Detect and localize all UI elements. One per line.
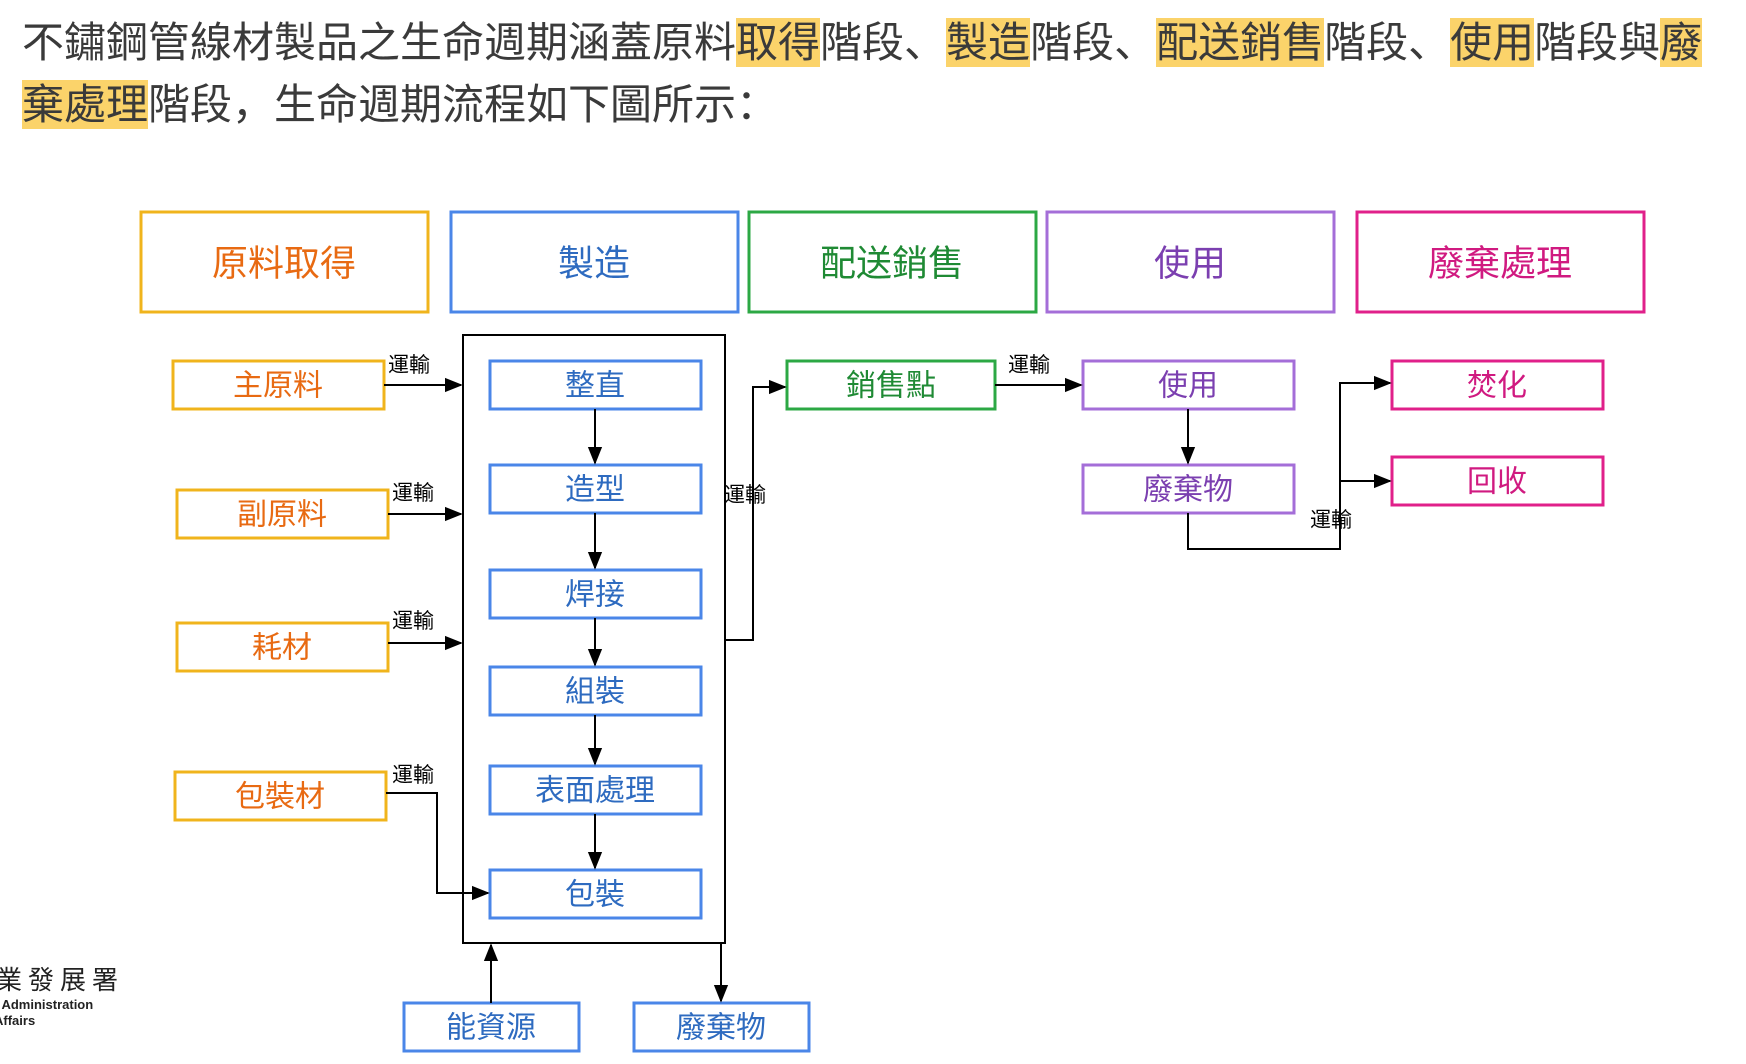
svg-text:包裝材: 包裝材 bbox=[235, 780, 325, 815]
svg-text:組裝: 組裝 bbox=[565, 675, 625, 710]
raw-item-sub-material: 副原料 bbox=[175, 488, 390, 540]
stage-distribution: 配送銷售 bbox=[747, 210, 1038, 314]
svg-text:配送銷售: 配送銷售 bbox=[820, 244, 964, 285]
svg-text:原料取得: 原料取得 bbox=[212, 244, 356, 285]
mfg-step-straightening: 整直 bbox=[488, 359, 703, 411]
edge-label-distribution-to-use: 運輸 bbox=[1008, 353, 1050, 377]
stage-manufacturing: 製造 bbox=[449, 210, 740, 314]
raw-item-consumables: 耗材 bbox=[175, 621, 390, 673]
edge-label-mfg-to-distribution: 運輸 bbox=[724, 483, 766, 507]
mfg-step-packing: 包裝 bbox=[488, 868, 703, 920]
agency-name-en-line1: t Administration bbox=[0, 997, 94, 1012]
svg-text:廢棄物: 廢棄物 bbox=[1143, 473, 1233, 508]
svg-text:焊接: 焊接 bbox=[565, 578, 625, 613]
disposal-incineration: 焚化 bbox=[1390, 359, 1605, 411]
stage-raw-material: 原料取得 bbox=[139, 210, 430, 314]
intro-paragraph: 不鏽鋼管線材製品之生命週期涵蓋原料取得階段、製造階段、配送銷售階段、使用階段與廢… bbox=[22, 12, 1742, 136]
intro-highlight: 取得 bbox=[736, 18, 821, 67]
mfg-output-waste: 廢棄物 bbox=[632, 1001, 811, 1053]
stage-use: 使用 bbox=[1045, 210, 1336, 314]
edge-label-packaging-material: 運輸 bbox=[392, 763, 434, 787]
svg-text:主原料: 主原料 bbox=[233, 369, 323, 404]
svg-text:製造: 製造 bbox=[558, 244, 630, 285]
intro-text: 階段與 bbox=[1534, 18, 1661, 67]
intro-text: 階段、 bbox=[820, 18, 947, 67]
mfg-step-assembly: 組裝 bbox=[488, 665, 703, 717]
mfg-step-surface-treatment: 表面處理 bbox=[488, 764, 703, 816]
intro-highlight: 製造 bbox=[946, 18, 1031, 67]
svg-text:能資源: 能資源 bbox=[446, 1011, 536, 1046]
intro-highlight: 配送銷售 bbox=[1156, 18, 1325, 67]
stage-disposal: 廢棄處理 bbox=[1355, 210, 1646, 314]
edge-label-waste-to-disposal: 運輸 bbox=[1310, 508, 1352, 532]
edge-mfg-to-sales-point bbox=[725, 379, 787, 641]
agency-name-zh: 業發展署 bbox=[0, 966, 125, 996]
mfg-input-energy: 能資源 bbox=[402, 1001, 581, 1053]
svg-text:表面處理: 表面處理 bbox=[535, 774, 655, 809]
svg-text:使用: 使用 bbox=[1154, 244, 1226, 285]
svg-text:使用: 使用 bbox=[1158, 369, 1218, 404]
svg-text:造型: 造型 bbox=[565, 473, 625, 508]
intro-text: 階段、 bbox=[1324, 18, 1451, 67]
edge-label-sub-material: 運輸 bbox=[392, 481, 434, 505]
raw-item-main-material: 主原料 bbox=[171, 359, 386, 411]
use-item-waste: 廢棄物 bbox=[1081, 463, 1296, 515]
mfg-step-forming: 造型 bbox=[488, 463, 703, 515]
edge-packaging-material-to-packing bbox=[386, 792, 490, 901]
dist-sales-point: 銷售點 bbox=[785, 359, 997, 411]
edge-waste-to-disposal bbox=[1187, 375, 1392, 550]
svg-text:廢棄處理: 廢棄處理 bbox=[1428, 244, 1572, 285]
svg-text:整直: 整直 bbox=[565, 369, 625, 404]
agency-name-en-line2: Affairs bbox=[0, 1013, 36, 1028]
svg-text:回收: 回收 bbox=[1467, 465, 1527, 500]
intro-text: 階段，生命週期流程如下圖所示： bbox=[148, 80, 779, 129]
svg-text:包裝: 包裝 bbox=[565, 878, 625, 913]
raw-item-packaging-material: 包裝材 bbox=[173, 770, 388, 822]
edge-label-main-material: 運輸 bbox=[388, 353, 430, 377]
intro-text: 階段、 bbox=[1030, 18, 1157, 67]
intro-text: 不鏽鋼管線材製品之生命週期涵蓋原料 bbox=[22, 18, 737, 67]
svg-text:副原料: 副原料 bbox=[237, 498, 327, 533]
intro-highlight: 使用 bbox=[1450, 18, 1535, 67]
mfg-step-welding: 焊接 bbox=[488, 568, 703, 620]
disposal-recycling: 回收 bbox=[1390, 455, 1605, 507]
edge-label-consumables: 運輸 bbox=[392, 609, 434, 633]
svg-text:耗材: 耗材 bbox=[252, 631, 312, 666]
svg-text:焚化: 焚化 bbox=[1467, 369, 1527, 404]
svg-text:廢棄物: 廢棄物 bbox=[676, 1011, 766, 1046]
agency-logo: 業發展署 t Administration Affairs bbox=[0, 960, 130, 1029]
svg-text:銷售點: 銷售點 bbox=[846, 369, 936, 404]
use-item-use: 使用 bbox=[1081, 359, 1296, 411]
